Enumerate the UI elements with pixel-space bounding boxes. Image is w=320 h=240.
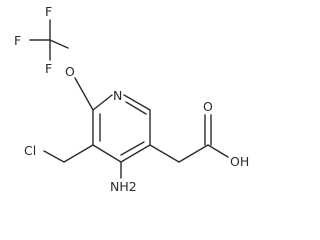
bond-c5-ch2 <box>149 144 180 163</box>
bond-cf3-o <box>49 39 69 49</box>
bond-c-oh <box>207 144 229 158</box>
bond-c3-ch2 <box>63 144 94 163</box>
bond-c4-c3 <box>92 144 122 163</box>
atom-oh: OH <box>230 154 249 169</box>
atom-nh2: NH2 <box>110 179 137 194</box>
atom-cl: Cl <box>24 143 36 158</box>
atom-f-top: F <box>45 4 52 19</box>
bond-n-c6-inner <box>125 101 147 115</box>
atom-f-bottom: F <box>45 61 52 76</box>
atom-f-left: F <box>14 33 21 48</box>
bond-ch2-cooh <box>178 144 209 163</box>
bond-o-c2 <box>74 77 94 111</box>
bond-n-c6 <box>123 94 151 111</box>
bond-ch2-cl <box>43 150 65 163</box>
bond-c5-c4 <box>120 144 151 163</box>
bonds <box>29 19 229 179</box>
atom-o-ether: O <box>65 64 75 79</box>
bond-c5-c4-inner <box>120 141 145 156</box>
atom-labels: F F F O N Cl NH2 O OH <box>14 4 249 194</box>
structure-drawing: F F F O N Cl NH2 O OH <box>14 4 249 194</box>
bond-c2-n <box>92 94 113 111</box>
molecule-diagram: F F F O N Cl NH2 O OH <box>14 4 250 194</box>
atom-n-ring: N <box>113 88 122 103</box>
atom-o-carbonyl: O <box>203 99 213 114</box>
